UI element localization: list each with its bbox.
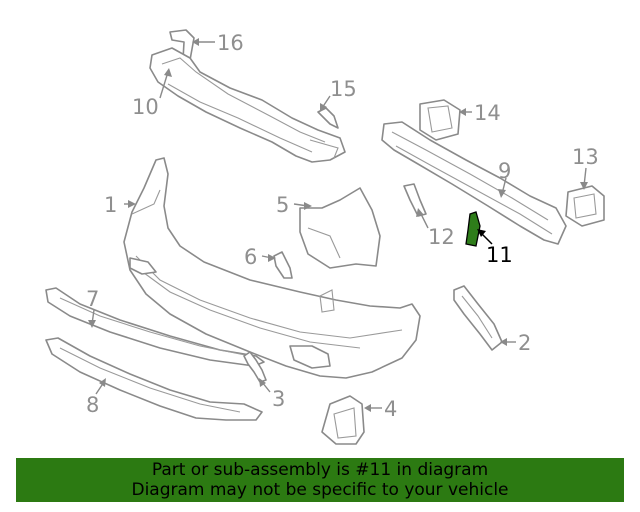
callout-10-label: 10 bbox=[132, 95, 159, 119]
part-8-trim bbox=[45, 337, 263, 421]
callout-16-label: 16 bbox=[217, 31, 244, 55]
banner-line-2: Diagram may not be specific to your vehi… bbox=[131, 480, 509, 500]
callout-16: 16 bbox=[192, 31, 244, 55]
part-5-bracket bbox=[299, 187, 381, 269]
callout-14-label: 14 bbox=[474, 101, 501, 125]
callout-11: 11 bbox=[477, 229, 513, 267]
callout-9: 9 bbox=[498, 159, 511, 198]
callout-7-label: 7 bbox=[86, 287, 99, 311]
part-3-fastener bbox=[243, 351, 267, 383]
part-10-absorber bbox=[149, 47, 346, 163]
part-6-cover bbox=[273, 251, 293, 279]
part-13-bracket bbox=[565, 185, 605, 227]
callout-12-label: 12 bbox=[428, 225, 455, 249]
callout-12: 12 bbox=[416, 208, 455, 249]
callout-13-label: 13 bbox=[572, 145, 599, 169]
callout-5-label: 5 bbox=[276, 193, 289, 217]
callout-3-label: 3 bbox=[272, 387, 285, 411]
callout-2: 2 bbox=[500, 331, 531, 355]
callout-2-label: 2 bbox=[518, 331, 531, 355]
part-11-bracket-highlighted bbox=[465, 211, 481, 247]
part-1-bumper-cover bbox=[123, 157, 421, 379]
callout-15: 15 bbox=[320, 77, 357, 112]
part-12-bracket bbox=[403, 183, 427, 217]
part-4-bracket bbox=[321, 395, 365, 445]
callout-9-label: 9 bbox=[498, 159, 511, 183]
part-7-molding bbox=[45, 287, 265, 367]
callout-6: 6 bbox=[244, 245, 276, 269]
callout-13: 13 bbox=[572, 145, 599, 190]
callout-4: 4 bbox=[364, 397, 397, 421]
callout-3: 3 bbox=[259, 378, 285, 411]
callout-7: 7 bbox=[86, 287, 99, 328]
callout-11-label: 11 bbox=[486, 243, 513, 267]
part-14-bracket bbox=[419, 99, 461, 141]
callout-5: 5 bbox=[276, 193, 312, 217]
callout-1: 1 bbox=[104, 193, 136, 217]
part-15-clip bbox=[317, 107, 339, 129]
banner-line-1: Part or sub-assembly is #11 in diagram bbox=[151, 460, 489, 480]
callout-4-label: 4 bbox=[384, 397, 397, 421]
callout-1-label: 1 bbox=[104, 193, 117, 217]
parts-diagram: 16 10 15 14 9 bbox=[45, 29, 605, 445]
part-2-bracket bbox=[453, 285, 503, 351]
callout-6-label: 6 bbox=[244, 245, 257, 269]
info-banner: Part or sub-assembly is #11 in diagram D… bbox=[16, 458, 624, 502]
callout-8: 8 bbox=[86, 378, 106, 417]
callout-14: 14 bbox=[459, 101, 501, 125]
part-9-reinforcement bbox=[381, 121, 567, 245]
callout-8-label: 8 bbox=[86, 393, 99, 417]
callout-15-label: 15 bbox=[330, 77, 357, 101]
callout-10: 10 bbox=[132, 68, 172, 119]
